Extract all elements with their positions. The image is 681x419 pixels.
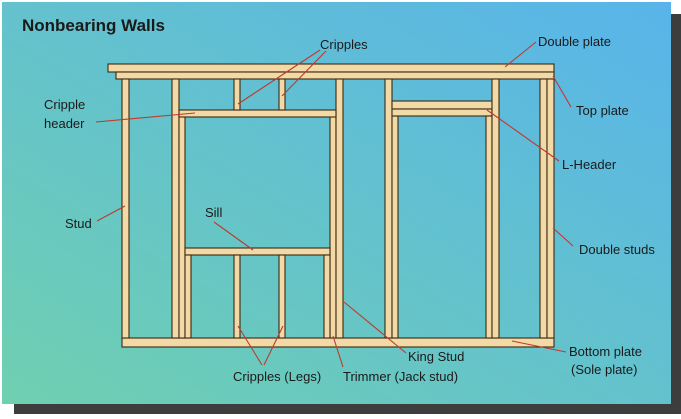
leader-sill xyxy=(213,221,254,251)
cripple-leg-4 xyxy=(323,254,331,339)
bottom-plate xyxy=(121,337,555,348)
sill xyxy=(184,247,331,256)
wall-frame xyxy=(107,63,555,348)
cripple-leg-2 xyxy=(233,254,241,339)
king-stud-door-left xyxy=(384,78,393,339)
trimmer-door-right xyxy=(485,115,493,339)
label-king-stud: King Stud xyxy=(408,349,464,364)
double-stud-1 xyxy=(539,78,548,339)
label-cripples: Cripples xyxy=(320,37,368,52)
cripple-top-2 xyxy=(278,78,286,111)
label-double-plate: Double plate xyxy=(538,34,611,49)
label-cripple-header-line2: header xyxy=(44,116,85,131)
king-stud-door-right xyxy=(491,78,500,339)
label-trimmer: Trimmer (Jack stud) xyxy=(343,369,458,384)
double-stud-2 xyxy=(546,78,555,339)
leader-top-plate xyxy=(552,75,572,108)
label-top-plate: Top plate xyxy=(576,103,629,118)
leader-cripples-2 xyxy=(281,50,327,97)
leader-cripples-1 xyxy=(237,49,321,105)
callout-labels: Cripples Double plate Top plate Cripple … xyxy=(44,34,655,384)
leader-bottom-plate xyxy=(511,340,567,353)
leader-trimmer xyxy=(332,335,344,368)
stud-left xyxy=(121,78,130,339)
trimmer-door-left xyxy=(391,115,399,339)
label-cripples-legs: Cripples (Legs) xyxy=(233,369,321,384)
leader-stud xyxy=(96,205,126,222)
diagram-title: Nonbearing Walls xyxy=(22,16,165,35)
label-double-studs: Double studs xyxy=(579,242,655,257)
leader-double-studs xyxy=(552,227,574,247)
leader-l-header xyxy=(486,109,560,162)
leader-king-stud xyxy=(343,301,407,354)
king-stud-window-left xyxy=(171,78,180,339)
cripple-top-1 xyxy=(233,78,241,111)
leader-lines xyxy=(95,41,574,368)
label-l-header: L-Header xyxy=(562,157,617,172)
cripple-leg-1 xyxy=(184,254,192,339)
cripple-leg-3 xyxy=(278,254,286,339)
trimmer-window-left xyxy=(178,115,186,339)
trimmer-window-right xyxy=(329,115,337,339)
label-bottom-plate-line2: (Sole plate) xyxy=(571,362,637,377)
label-sill: Sill xyxy=(205,205,222,220)
label-cripple-header-line1: Cripple xyxy=(44,97,85,112)
double-plate xyxy=(107,63,555,73)
l-header-bottom xyxy=(391,108,493,117)
king-stud-window-right xyxy=(335,78,344,339)
label-stud: Stud xyxy=(65,216,92,231)
leader-cripple-header xyxy=(95,112,196,123)
leader-cripples-legs-1 xyxy=(237,325,263,366)
top-plate xyxy=(115,71,555,80)
l-header-top xyxy=(391,100,493,110)
cripple-header xyxy=(178,109,337,118)
leader-double-plate xyxy=(504,41,537,68)
leader-cripples-legs-2 xyxy=(263,325,284,366)
label-bottom-plate-line1: Bottom plate xyxy=(569,344,642,359)
